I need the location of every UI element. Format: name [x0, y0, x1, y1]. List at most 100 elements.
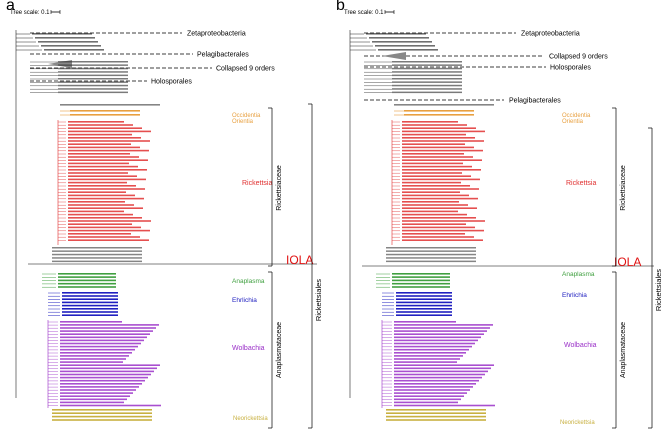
rickettsia-tip-bar	[402, 204, 468, 206]
rickettsia-tip-bar	[68, 146, 140, 149]
rickettsia-tip-bar	[402, 146, 474, 149]
rickettsia-tip-bar	[68, 130, 151, 133]
wolbachia-tip-bar	[394, 392, 467, 394]
clade-label-ehrlichia: Ehrlichia	[562, 292, 587, 299]
wolbachia-tip-bar	[394, 333, 484, 335]
rickettsia-tip-bar	[402, 162, 463, 165]
tip-label-bar	[392, 91, 462, 94]
rickettsia-tip-bar	[402, 210, 458, 213]
neorickettsia-tip-bar	[52, 409, 152, 411]
tip-label-bar	[52, 257, 142, 259]
rickettsia-tip-bar	[68, 223, 132, 225]
rickettsia-tip-bar	[68, 124, 133, 126]
wolbachia-tip-bar	[60, 389, 136, 391]
rickettsia-tip-bar	[68, 236, 140, 238]
ehrlichia-tip-bar	[62, 311, 118, 313]
wolbachia-tip-bar	[394, 401, 458, 404]
clade-label-iola: IOLA	[614, 255, 641, 269]
wolbachia-tip-bar	[60, 330, 153, 332]
anaplasma-tip-bar	[392, 282, 450, 285]
ehrlichia-tip-bar	[396, 295, 452, 297]
wolbachia-tip-bar	[60, 352, 132, 354]
clade-label-rickettsia: Rickettsia	[566, 180, 596, 187]
tip-label-bar	[375, 45, 435, 47]
anaplasma-tip-bar	[58, 286, 116, 288]
rickettsia-tip-bar	[402, 213, 467, 216]
clade-label-neorickettsia: Neorickettsia	[560, 420, 595, 426]
tree-scale-label: Tree scale: 0.1	[10, 10, 50, 16]
bracket-label-rickettsiales: Rickettsiales	[314, 279, 323, 321]
wolbachia-tip-bar	[60, 364, 160, 366]
wolbachia-tip-bar	[60, 361, 123, 363]
rickettsia-tip-bar	[402, 169, 481, 171]
rickettsia-tip-bar	[68, 159, 148, 161]
wolbachia-tip-bar	[394, 358, 460, 360]
rickettsia-tip-bar	[68, 133, 132, 136]
rickettsia-tip-bar	[402, 197, 478, 200]
anaplasma-tip-bar	[392, 276, 450, 278]
rickettsia-tip-bar	[68, 201, 125, 203]
wolbachia-tip-bar	[60, 339, 144, 342]
clade-label-rickettsia: Rickettsia	[242, 180, 272, 187]
rickettsia-tip-bar	[402, 159, 482, 161]
rickettsia-tip-bar	[402, 175, 471, 177]
tip-label-bar	[392, 61, 462, 63]
wolbachia-tip-bar	[394, 352, 466, 354]
wolbachia-tip-bar	[394, 389, 470, 391]
rickettsia-tip-bar	[402, 220, 485, 222]
clade-label-neorickettsia: Neorickettsia	[233, 416, 268, 422]
bracket-label-rickettsiaceae: Rickettsiaceae	[276, 165, 283, 211]
rickettsia-tip-bar	[402, 236, 474, 238]
clade-label-ehrlichia: Ehrlichia	[232, 297, 257, 304]
phylogenetic-tree-b: Tree scale: 0.1ZetaproteobacteriaCollaps…	[344, 10, 663, 429]
tip-label-bar	[58, 67, 128, 70]
wolbachia-tip-bar	[60, 379, 145, 382]
wolbachia-tip-bar	[394, 398, 461, 401]
clade-label-occidentia: Occidentia	[562, 113, 591, 119]
anaplasma-tip-bar	[58, 282, 116, 285]
ehrlichia-tip-bar	[396, 314, 452, 316]
rickettsia-tip-bar	[68, 239, 149, 241]
rickettsia-tip-bar	[402, 121, 458, 123]
tip-label-bar	[35, 37, 95, 39]
clade-label-orientia: Orientia	[562, 119, 584, 125]
clade-label-wolbachia: Wolbachia	[564, 342, 597, 349]
rickettsia-tip-bar	[68, 207, 143, 209]
tip-label-bar	[70, 110, 140, 112]
rickettsia-tip-bar	[68, 140, 150, 142]
rickettsia-tip-bar	[402, 149, 483, 152]
rickettsia-tip-bar	[402, 223, 466, 225]
ehrlichia-tip-bar	[396, 301, 452, 304]
wolbachia-tip-bar	[394, 336, 481, 339]
wolbachia-tip-bar	[60, 327, 156, 329]
rickettsia-tip-bar	[402, 226, 475, 229]
wolbachia-tip-bar	[394, 367, 491, 370]
tip-label-bar	[404, 110, 474, 112]
tip-label-bar	[41, 45, 101, 47]
rickettsia-tip-bar	[68, 178, 146, 181]
rickettsia-tip-bar	[68, 194, 135, 197]
tip-label-bar	[58, 74, 128, 77]
rickettsia-tip-bar	[68, 156, 139, 158]
wolbachia-tip-bar	[60, 358, 126, 360]
clade-label-anaplasma: Anaplasma	[562, 271, 595, 278]
ehrlichia-tip-bar	[62, 301, 118, 304]
rickettsia-tip-bar	[402, 133, 466, 136]
panel-b-letter: b	[336, 0, 345, 14]
rickettsia-tip-bar	[402, 124, 467, 126]
wolbachia-tip-bar	[60, 367, 157, 370]
tip-label-bar	[58, 91, 128, 94]
neorickettsia-tip-bar	[52, 412, 152, 414]
tip-label-bar	[386, 260, 476, 263]
tip-label-bar	[58, 78, 128, 80]
wolbachia-tip-bar	[394, 361, 457, 363]
bracket-label-anaplasmataceae: Anaplasmataceae	[276, 322, 283, 378]
tip-label-bar	[392, 84, 462, 87]
neorickettsia-tip-bar	[386, 419, 486, 421]
tip-label-bar	[386, 253, 476, 256]
rickettsia-tip-bar	[402, 194, 469, 197]
neorickettsia-tip-bar	[52, 415, 152, 418]
rickettsia-tip-bar	[68, 165, 138, 168]
ehrlichia-tip-bar	[396, 311, 452, 313]
rickettsia-tip-bar	[402, 165, 472, 168]
